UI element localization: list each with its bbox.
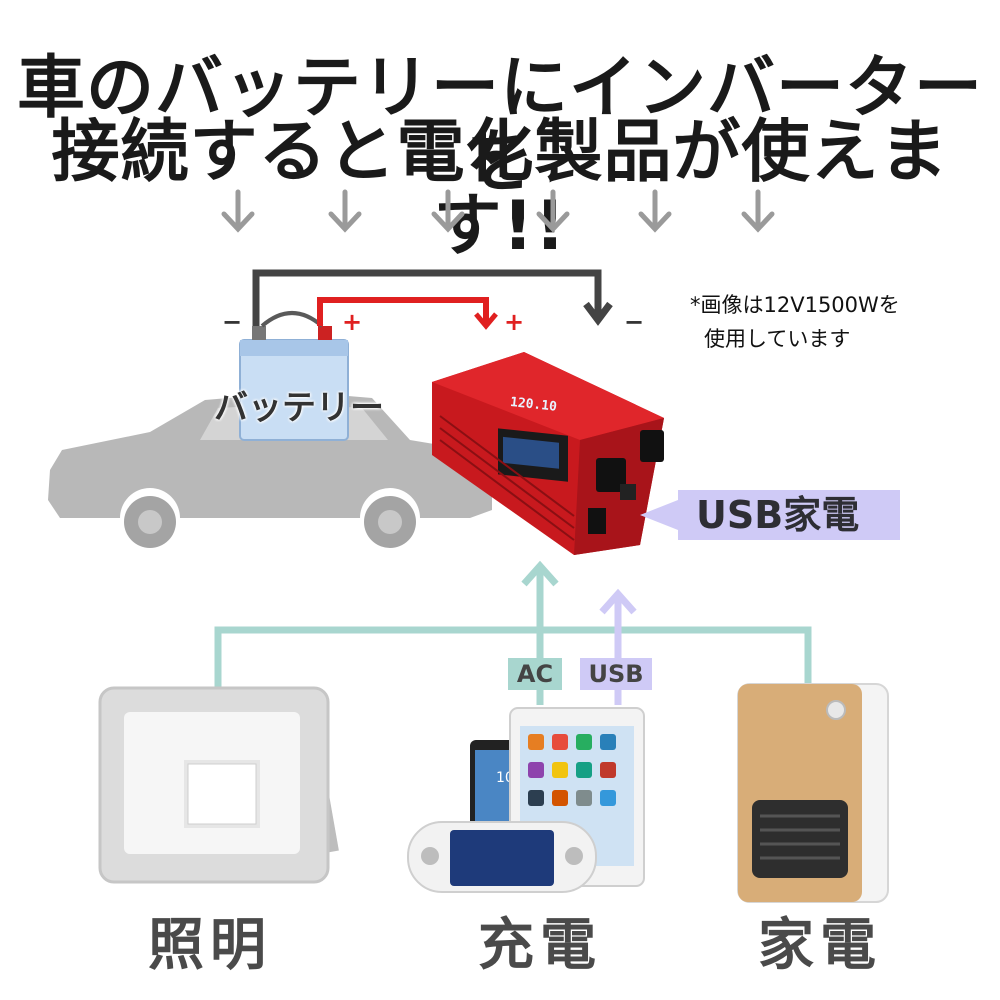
down-arrow-icon (536, 189, 570, 233)
handheld-console (407, 821, 597, 893)
car-battery (239, 311, 349, 441)
negative-wire-arrowhead (583, 301, 613, 326)
power-inverter (432, 352, 664, 555)
usb-tag: USB (580, 658, 652, 690)
inverter-display-readout: 120.10 (509, 395, 557, 415)
down-arrow-icon (638, 189, 672, 233)
ac-tag: AC (508, 658, 562, 690)
battery-negative-sign: − (222, 308, 243, 336)
down-arrow-icon (741, 189, 775, 233)
down-arrow-icon (221, 189, 255, 233)
caption-appliance: 家電 (758, 913, 882, 978)
model-note-line-1: *画像は12V1500Wを (690, 293, 900, 317)
caption-lighting: 照明 (148, 913, 272, 978)
usb-banner-pointer-icon (640, 500, 678, 530)
down-arrows (221, 189, 775, 233)
floodlight (98, 686, 339, 884)
headline-line-1: 車のバッテリーにインバーターを (16, 49, 983, 202)
positive-wire-arrowhead (474, 312, 498, 330)
usb-appliance-banner: USB家電 (678, 490, 900, 540)
headline-line-2: 接続すると電化製品が使えます!! (51, 113, 949, 266)
inverter-positive-sign: + (504, 308, 525, 336)
down-arrow-icon (431, 189, 465, 233)
model-note: *画像は12V1500Wを 使用しています (690, 288, 900, 356)
inverter-negative-sign: − (624, 308, 645, 336)
down-arrow-icon (328, 189, 362, 233)
battery-label: バッテリー (214, 388, 384, 428)
model-note-line-2: 使用しています (704, 327, 851, 351)
ceramic-heater (737, 683, 889, 903)
positive-wire (317, 297, 489, 326)
caption-charging: 充電 (478, 913, 602, 978)
battery-positive-sign: + (342, 308, 363, 336)
negative-wire (252, 269, 602, 326)
